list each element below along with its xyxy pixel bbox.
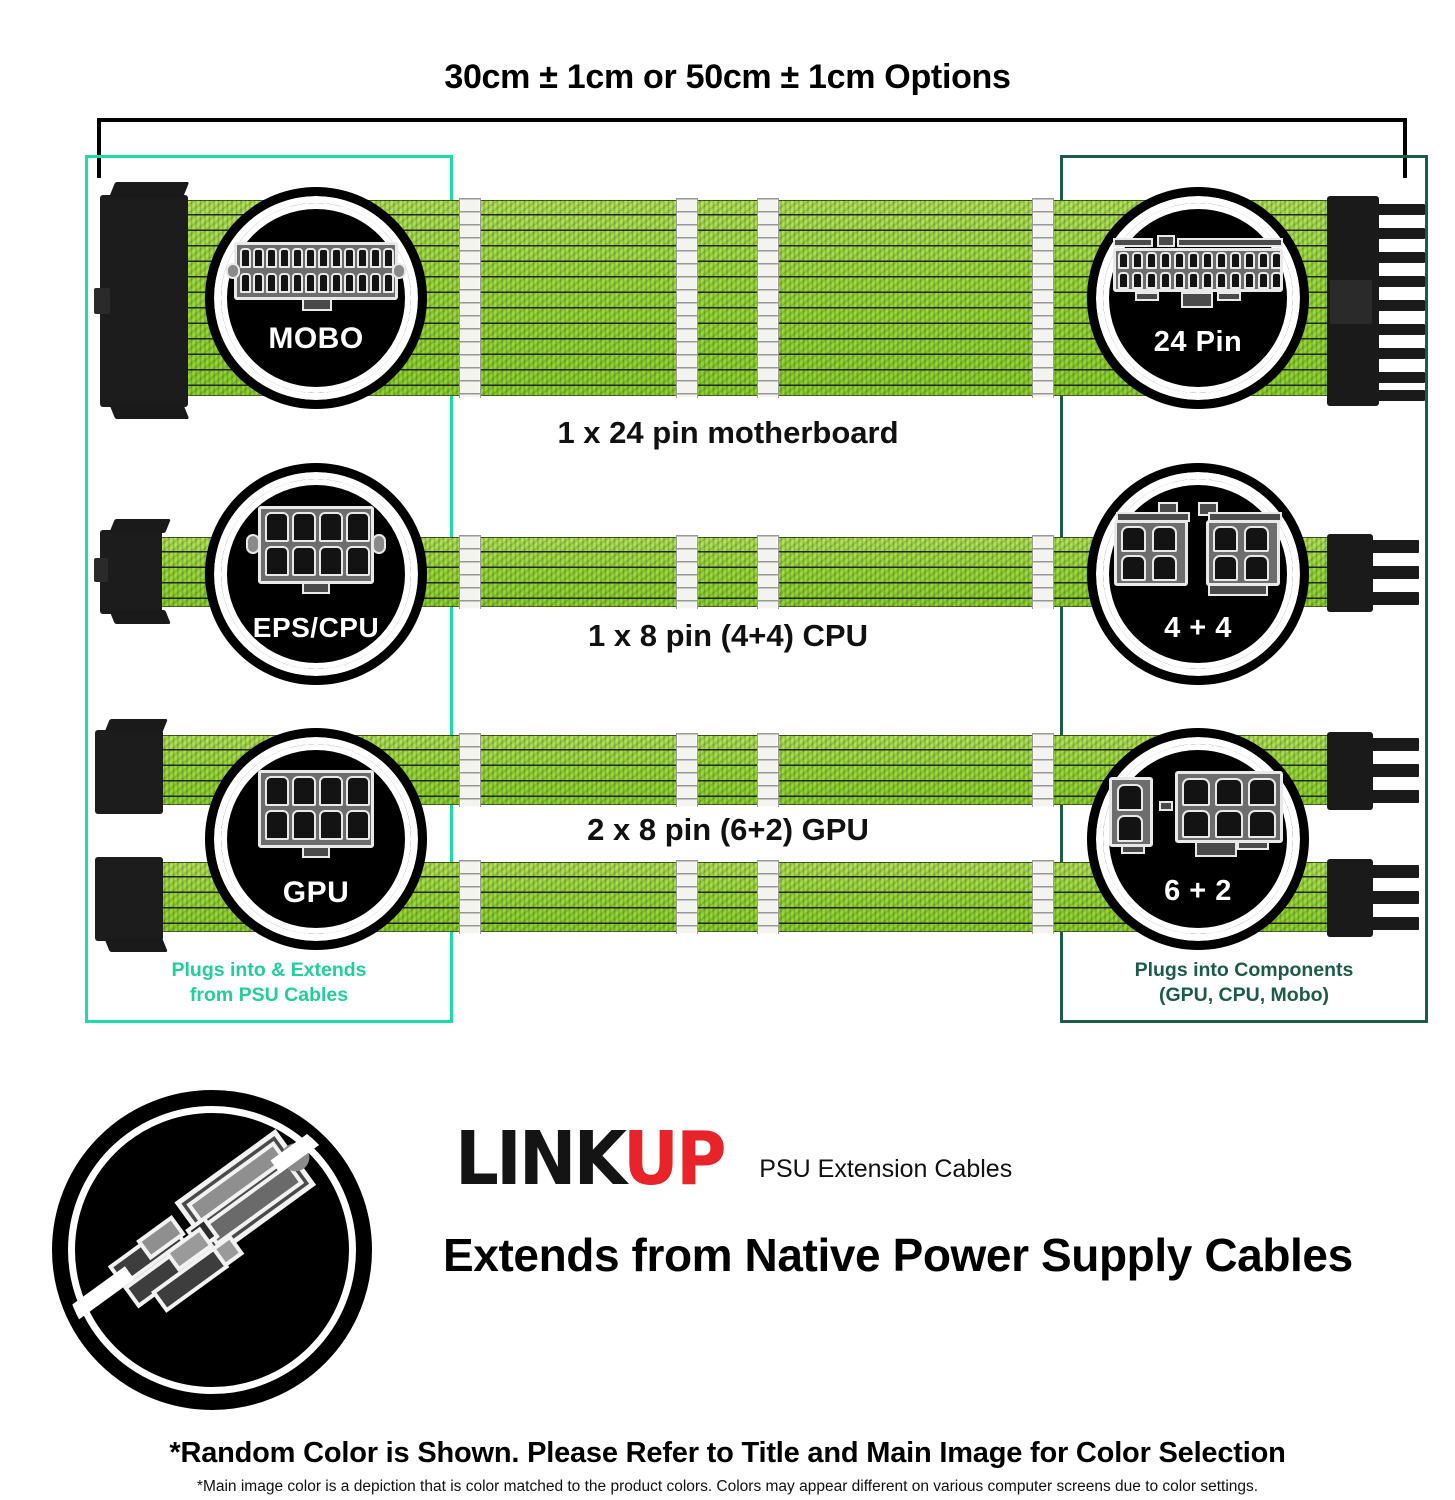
psu-side-connector-gpu-1 — [95, 730, 163, 814]
measurement-bracket — [97, 118, 1407, 178]
cable-comb-clip — [459, 198, 481, 398]
product-photo-circle — [52, 1090, 372, 1410]
component-side-caption: Plugs into Components (GPU, CPU, Mobo) — [1060, 958, 1428, 1008]
callout-label-24pin: 24 Pin — [1153, 325, 1243, 358]
callout-mobo: MOBO — [205, 187, 427, 409]
cable-comb-clip — [676, 860, 698, 934]
psu-side-connector-motherboard — [100, 195, 188, 407]
color-disclaimer: *Random Color is Shown. Please Refer to … — [169, 1437, 1286, 1469]
color-fineprint: *Main image color is a depiction that is… — [196, 1478, 1259, 1495]
connector-latch-bottom — [104, 938, 168, 952]
connector-latch-top — [108, 182, 190, 198]
description-gpu: 2 x 8 pin (6+2) GPU — [587, 812, 869, 847]
callout-24pin: 24 Pin — [1087, 187, 1309, 409]
connector-pin-fingers — [1327, 859, 1419, 937]
connector-pin-fingers — [1327, 732, 1419, 810]
callout-ring — [221, 479, 411, 669]
cable-comb-clip — [757, 860, 779, 934]
connector-latch-top — [109, 519, 171, 533]
cable-comb-clip — [459, 860, 481, 934]
connector-pictogram-24pin-male — [1109, 234, 1287, 308]
callout-label-6plus2: 6 + 2 — [1164, 874, 1232, 907]
cable-comb-clip — [1032, 733, 1054, 807]
callout-ring — [1103, 744, 1293, 934]
cable-comb-clip — [459, 535, 481, 609]
connector-pictogram-gpu-female — [246, 768, 386, 858]
connector-pin-fingers — [1327, 534, 1419, 612]
connector-pictogram-24pin-female — [226, 240, 406, 311]
connector-side-latch — [94, 558, 108, 582]
connector-pin-fingers — [1327, 196, 1425, 406]
callout-label-4plus4: 4 + 4 — [1164, 611, 1232, 644]
callout-label-eps-cpu: EPS/CPU — [252, 612, 380, 643]
connector-side-latch — [94, 288, 110, 314]
brand-circle-ring — [68, 1106, 356, 1394]
description-motherboard: 1 x 24 pin motherboard — [557, 415, 899, 450]
connector-latch-bottom — [108, 403, 190, 419]
product-headline: Extends from Native Power Supply Cables — [443, 1229, 1353, 1281]
cable-comb-clip — [757, 535, 779, 609]
cable-comb-clip — [757, 198, 779, 398]
psu-side-connector-cpu — [100, 530, 162, 614]
callout-ring — [221, 203, 411, 393]
description-cpu: 1 x 8 pin (4+4) CPU — [588, 618, 868, 653]
cable-comb-clip — [757, 733, 779, 807]
callout-ring — [1103, 203, 1293, 393]
logo-link-text: LINK — [455, 1116, 627, 1202]
callout-ring — [1103, 479, 1293, 669]
component-side-caption-line2: (GPU, CPU, Mobo) — [1158, 983, 1330, 1006]
psu-side-caption: Plugs into & Extends from PSU Cables — [85, 958, 453, 1008]
connector-pictogram-4plus4 — [1112, 501, 1284, 596]
callout-label-mobo: MOBO — [268, 322, 364, 355]
callout-ring — [221, 744, 411, 934]
cable-comb-clip — [459, 733, 481, 807]
component-side-caption-line1: Plugs into Components — [1134, 959, 1354, 981]
connector-latch-bottom — [109, 610, 171, 624]
cable-comb-clip — [676, 733, 698, 807]
connector-side-latch — [1330, 280, 1372, 324]
callout-4plus4: 4 + 4 — [1087, 463, 1309, 685]
psu-side-caption-line1: Plugs into & Extends — [171, 959, 367, 981]
cable-comb-clip — [1032, 198, 1054, 398]
psu-side-connector-gpu-2 — [95, 857, 163, 941]
connector-latch-top — [104, 719, 168, 733]
callout-gpu: GPU — [205, 728, 427, 950]
cable-comb-clip — [1032, 535, 1054, 609]
cable-comb-clip — [676, 198, 698, 398]
callout-label-gpu: GPU — [282, 876, 350, 909]
linkup-logo: LINK UP PSU Extension Cables — [455, 1116, 1013, 1202]
connector-pictogram-8pin-female — [246, 504, 386, 594]
connector-pictogram-6plus2 — [1109, 770, 1287, 857]
psu-side-caption-line2: from PSU Cables — [189, 983, 349, 1006]
measurement-title: 30cm ± 1cm or 50cm ± 1cm Options — [444, 58, 1011, 96]
logo-up-text: UP — [622, 1116, 727, 1202]
cable-comb-clip — [1032, 860, 1054, 934]
callout-6plus2: 6 + 2 — [1087, 728, 1309, 950]
callout-eps-cpu: EPS/CPU — [205, 463, 427, 685]
cable-comb-clip — [676, 535, 698, 609]
logo-subtitle: PSU Extension Cables — [759, 1154, 1013, 1183]
